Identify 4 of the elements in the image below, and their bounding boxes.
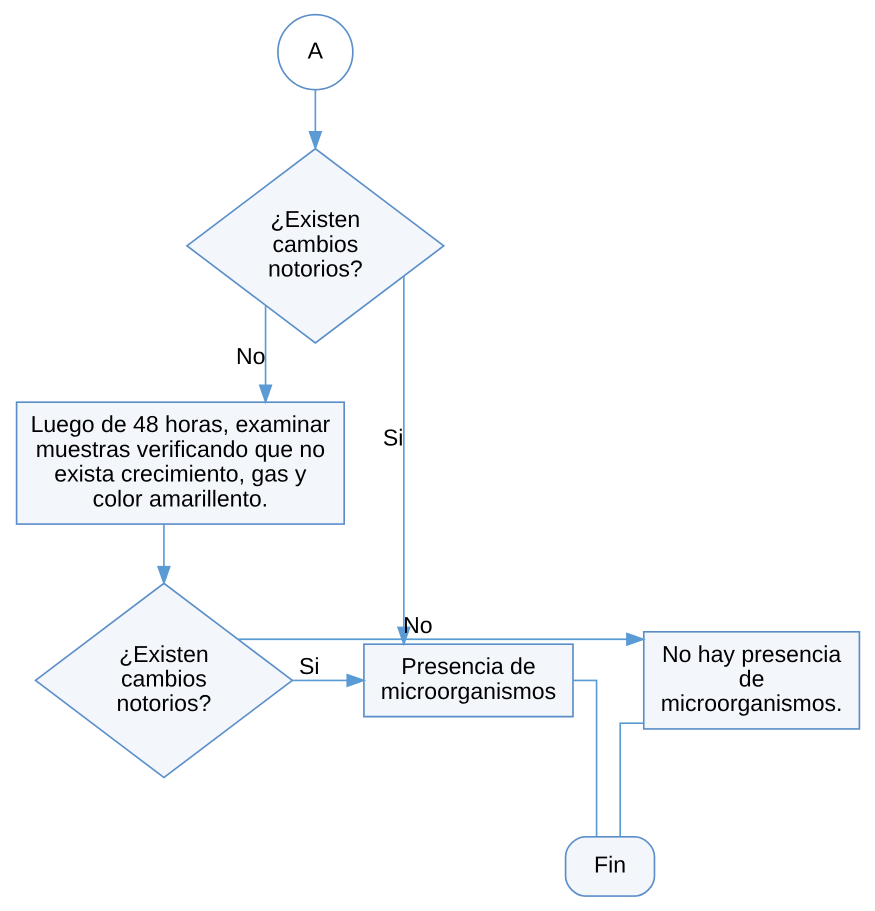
edge-label: No xyxy=(402,612,432,638)
edge-label: Si xyxy=(382,424,403,451)
edge-label: Si xyxy=(298,653,319,680)
edge-label: No xyxy=(236,343,265,370)
